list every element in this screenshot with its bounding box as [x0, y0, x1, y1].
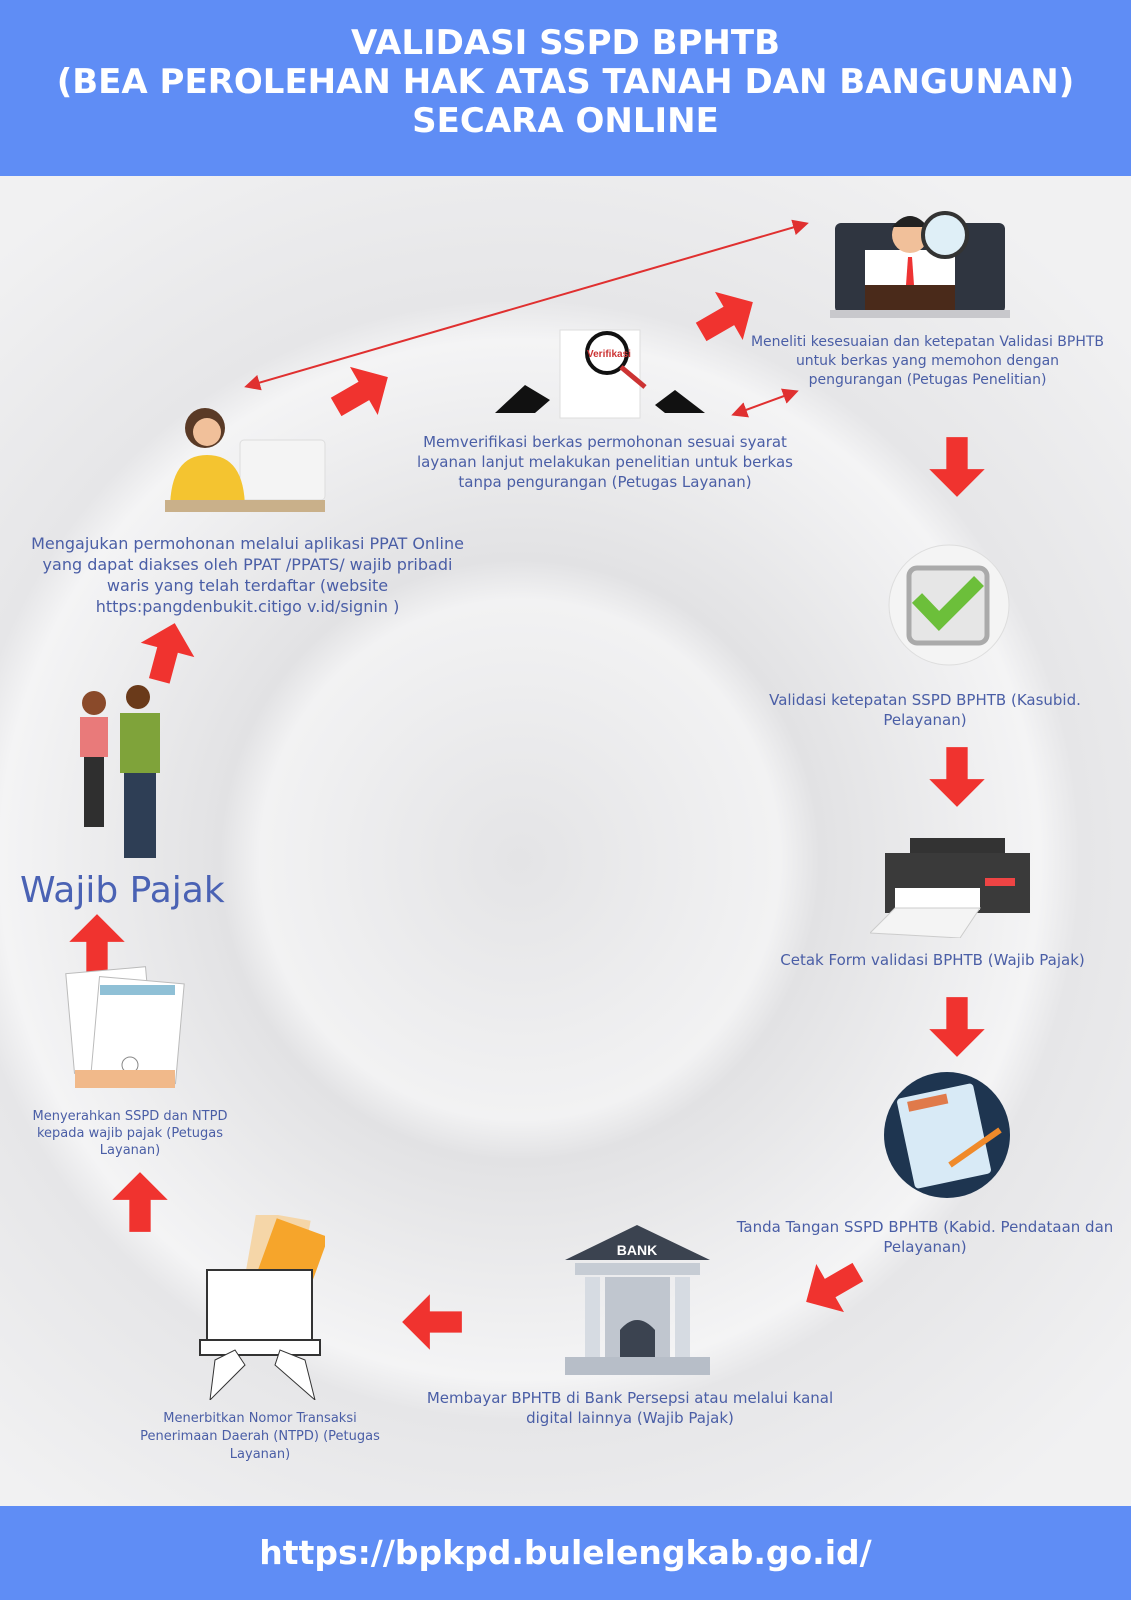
- footer-url[interactable]: https://bpkpd.bulelengkab.go.id/: [259, 1533, 872, 1572]
- footer-banner: https://bpkpd.bulelengkab.go.id/: [0, 1506, 1131, 1600]
- step-pay-text: Membayar BPHTB di Bank Persepsi atau mel…: [426, 1389, 834, 1427]
- svg-text:Verifikasi: Verifikasi: [587, 349, 631, 360]
- title-line-2: (BEA PEROLEHAN HAK ATAS TANAH DAN BANGUN…: [56, 62, 1075, 102]
- title-line-1: VALIDASI SSPD BPHTB: [351, 23, 780, 63]
- laptop-payment-illustration: [199, 1215, 325, 1400]
- step-sign-text: Tanda Tangan SSPD BPHTB (Kabid. Pendataa…: [736, 1218, 1114, 1256]
- checklist-icon: [888, 544, 1010, 666]
- svg-text:BANK: BANK: [617, 1242, 657, 1258]
- step-handover-text: Menyerahkan SSPD dan NTPD kepada wajib p…: [32, 1109, 228, 1158]
- flow-arrow-icon: [925, 435, 989, 499]
- bank-building-icon: BANK: [565, 1225, 710, 1375]
- double-arrow-line: [244, 219, 809, 391]
- title-line-3: SECARA ONLINE: [412, 101, 719, 141]
- flow-arrow-icon: [925, 995, 989, 1059]
- flow-arrow-icon: [925, 745, 989, 809]
- printer-illustration: [870, 838, 1030, 938]
- double-arrow-line: [731, 388, 799, 418]
- step-research-text: Meneliti kesesuaian dan ketepatan Valida…: [750, 334, 1105, 388]
- researcher-monitor-illustration: [830, 211, 1010, 318]
- step-verify-text: Memverifikasi berkas permohonan sesuai s…: [417, 433, 793, 491]
- woman-laptop-illustration: [165, 408, 326, 512]
- taxpayer-couple-illustration: [80, 685, 160, 858]
- header-banner: VALIDASI SSPD BPHTB (BEA PEROLEHAN HAK A…: [0, 0, 1131, 176]
- flow-arrow-icon: [108, 1170, 172, 1234]
- step-apply-text: Mengajukan permohonan melalui aplikasi P…: [31, 534, 464, 616]
- step-validate-text: Validasi ketepatan SSPD BPHTB (Kasubid. …: [769, 691, 1081, 729]
- step-ntpd-text: Menerbitkan Nomor Transaksi Penerimaan D…: [140, 1411, 380, 1462]
- verification-document-illustration: Verifikasi: [495, 329, 705, 419]
- signing-document-icon: [884, 1072, 1010, 1198]
- documents-handover-illustration: [65, 966, 185, 1088]
- flow-arrow-icon: [400, 1290, 464, 1354]
- taxpayer-label: Wajib Pajak: [20, 870, 225, 911]
- step-print-text: Cetak Form validasi BPHTB (Wajib Pajak): [780, 951, 1085, 969]
